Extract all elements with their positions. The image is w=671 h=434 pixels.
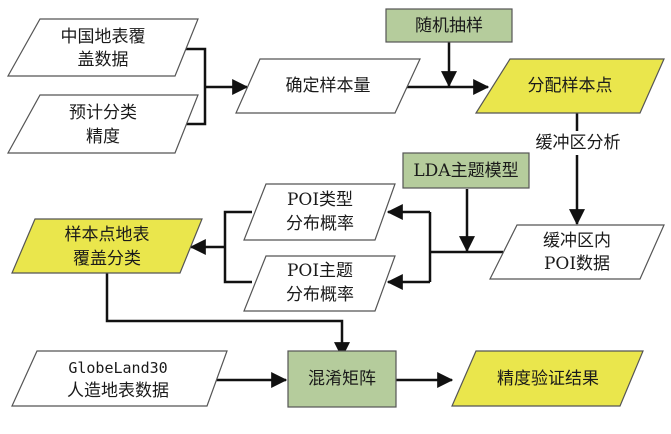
edge-poi-merge (223, 210, 252, 284)
node-random-sampling[interactable]: 随机抽样 (385, 8, 513, 43)
svg-text:随机抽样: 随机抽样 (415, 16, 483, 36)
svg-text:精度: 精度 (86, 127, 120, 147)
svg-text:分布概率: 分布概率 (286, 214, 354, 234)
svg-text:POI主题: POI主题 (287, 261, 353, 281)
svg-text:人造地表数据: 人造地表数据 (67, 381, 169, 401)
node-sample-classification[interactable]: 样本点地表 覆盖分类 (11, 218, 203, 274)
svg-text:覆盖分类: 覆盖分类 (73, 249, 141, 269)
svg-text:精度验证结果: 精度验证结果 (497, 369, 599, 389)
svg-text:缓冲区内: 缓冲区内 (543, 231, 611, 251)
node-sample-size[interactable]: 确定样本量 (235, 58, 421, 114)
svg-text:LDA主题模型: LDA主题模型 (413, 161, 518, 181)
node-buffer-poi[interactable]: 缓冲区内 POI数据 (489, 224, 665, 280)
edge-label-bg (524, 131, 632, 155)
node-confusion-matrix[interactable]: 混淆矩阵 (287, 350, 397, 408)
svg-text:POI类型: POI类型 (287, 190, 353, 210)
svg-text:预计分类: 预计分类 (69, 103, 137, 123)
svg-text:中国地表覆: 中国地表覆 (61, 27, 146, 47)
node-globeland30[interactable]: GlobeLand30 人造地表数据 (11, 350, 228, 407)
node-lda-model[interactable]: LDA主题模型 (402, 152, 530, 189)
node-expected-accuracy[interactable]: 预计分类 精度 (6, 94, 199, 154)
svg-text:确定样本量: 确定样本量 (286, 76, 371, 96)
edge-label-buffer-analysis: 缓冲区分析 (536, 133, 621, 153)
svg-text:样本点地表: 样本点地表 (65, 225, 150, 245)
node-china-landcover[interactable]: 中国地表覆 盖数据 (6, 18, 199, 77)
svg-text:分布概率: 分布概率 (286, 285, 354, 305)
svg-text:POI数据: POI数据 (544, 254, 610, 274)
node-allocate-points[interactable]: 分配样本点 (474, 58, 665, 114)
node-poi-type-prob[interactable]: POI类型 分布概率 (243, 183, 396, 241)
svg-text:盖数据: 盖数据 (78, 50, 129, 70)
svg-text:GlobeLand30: GlobeLand30 (68, 359, 167, 377)
node-accuracy-result[interactable]: 精度验证结果 (451, 350, 644, 407)
edge-classification-to-matrix (105, 272, 350, 359)
svg-text:混淆矩阵: 混淆矩阵 (308, 369, 376, 389)
svg-text:分配样本点: 分配样本点 (528, 76, 613, 96)
node-poi-topic-prob[interactable]: POI主题 分布概率 (243, 255, 396, 312)
edges (105, 42, 585, 388)
